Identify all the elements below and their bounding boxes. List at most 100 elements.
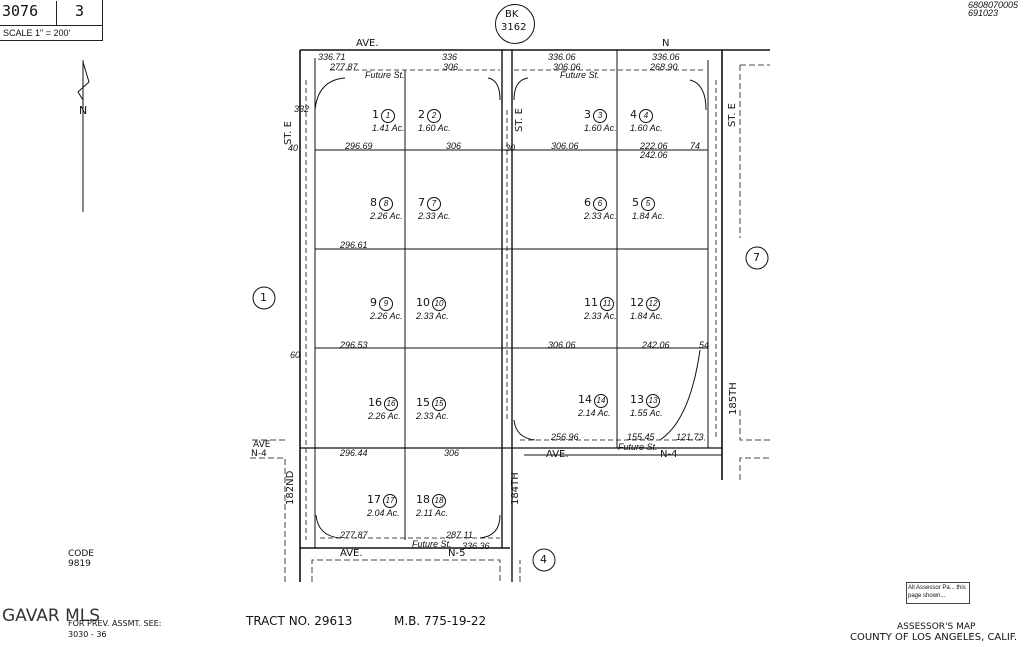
future-st-label-top-right: Future St. <box>560 70 600 80</box>
dim-side-40: 40 <box>288 143 299 153</box>
parcel-circled-number: 17 <box>383 494 397 508</box>
dim-side-60: 60 <box>290 350 301 360</box>
dim-top-3: 336.06 <box>548 52 576 62</box>
parcel-number: 2 <box>418 108 425 121</box>
assessor-map-label: ASSESSOR'S MAP <box>897 622 976 632</box>
mls-watermark: GAVAR MLS <box>2 606 101 626</box>
north-arrow-head <box>77 61 90 101</box>
block-sw <box>250 457 286 582</box>
parcel-number: 16 <box>368 396 382 409</box>
county-label: COUNTY OF LOS ANGELES, CALIF. <box>850 632 1018 643</box>
scale-text: SCALE 1" = 200' <box>3 28 71 38</box>
curve-se <box>659 349 701 441</box>
curve-mid-nw <box>487 77 501 101</box>
bk-number: 3162 <box>501 22 527 33</box>
curve-sw <box>315 514 341 539</box>
dim-row3-1: 296.53 <box>340 340 368 350</box>
map-book-ref: M.B. 775-19-22 <box>394 614 487 628</box>
parcel-number: 4 <box>630 108 637 121</box>
dim-top-1: 336.71 <box>318 52 346 62</box>
parcel-circled-number: 11 <box>600 297 614 311</box>
bk-label: BK <box>505 9 519 20</box>
dim-bottom-2: 287.11 <box>446 530 473 540</box>
block-se <box>739 457 770 480</box>
parcel-area: 2.33 Ac. <box>416 311 449 321</box>
adjacent-page-circle-7 <box>745 246 769 270</box>
parcel-number: 11 <box>584 296 598 309</box>
parcel-circled-number: 9 <box>379 297 393 311</box>
street-184th: 184TH <box>510 472 521 505</box>
dim-side-332: 332 <box>294 104 310 114</box>
parcel-area: 1.55 Ac. <box>630 408 663 418</box>
parcel-number: 1 <box>372 108 379 121</box>
parcel-number: 14 <box>578 393 592 406</box>
curve-mid-ne <box>513 77 529 101</box>
parcel-circled-number: 12 <box>646 297 660 311</box>
curve-ne <box>689 79 707 111</box>
dim-row4-5: 121.73 <box>676 432 704 442</box>
ref-bottom: 691023 <box>968 8 999 18</box>
street-182nd: 182ND <box>285 470 296 505</box>
dim-future-1: 277.87 <box>330 62 358 72</box>
parcel-circled-number: 8 <box>379 197 393 211</box>
street-ave-left: AVE <box>253 440 271 450</box>
dim-bottom-3: 336.36 <box>462 541 490 551</box>
street-n4-right: N-4 <box>660 449 678 460</box>
parcel-number: 12 <box>630 296 644 309</box>
ref-top: 6808070005 <box>968 0 1019 10</box>
parcel-area: 1.41 Ac. <box>372 123 405 133</box>
adjacent-page-circle-4 <box>532 548 556 572</box>
street-top-n: N <box>662 38 670 49</box>
parcel-number: 10 <box>416 296 430 309</box>
prev-assmt-ref: 3030 - 36 <box>68 630 107 639</box>
block-east-top <box>739 64 770 238</box>
parcel-area: 1.60 Ac. <box>584 123 617 133</box>
parcel-circled-number: 5 <box>641 197 655 211</box>
parcel-number: 15 <box>416 396 430 409</box>
parcel-number: 13 <box>630 393 644 406</box>
dim-row3-2: 306.06 <box>548 340 576 350</box>
future-st-label-n4: Future St. <box>618 442 658 452</box>
street-ave-mid: AVE. <box>546 449 569 460</box>
parcel-circled-number: 1 <box>381 109 395 123</box>
parcel-circled-number: 13 <box>646 394 660 408</box>
parcel-area: 2.26 Ac. <box>368 411 401 421</box>
parcel-area: 1.60 Ac. <box>418 123 451 133</box>
north-label: N <box>79 104 88 117</box>
parcel-number: 6 <box>584 196 591 209</box>
map-header-box <box>0 0 103 41</box>
parcel-area: 2.26 Ac. <box>370 211 403 221</box>
dim-row4-3: 256.96 <box>551 432 579 442</box>
adjacent-page-7: 7 <box>753 251 760 264</box>
header-divider <box>56 1 57 25</box>
dim-side-74: 74 <box>690 141 701 151</box>
parcel-circled-number: 14 <box>594 394 608 408</box>
dim-top-2: 336 <box>442 52 458 62</box>
parcel-area: 2.26 Ac. <box>370 311 403 321</box>
parcel-number: 17 <box>367 493 381 506</box>
dim-row1-4: 222.06 <box>640 141 668 151</box>
code-label: CODE <box>68 549 94 559</box>
parcel-circled-number: 2 <box>427 109 441 123</box>
parcel-area: 1.60 Ac. <box>630 123 663 133</box>
parcel-circled-number: 7 <box>427 197 441 211</box>
parcel-circled-number: 10 <box>432 297 446 311</box>
curve-mid-se <box>513 419 536 441</box>
street-185th: 185TH <box>728 382 739 415</box>
dim-row2: 296.61 <box>340 240 368 250</box>
parcel-area: 2.33 Ac. <box>584 211 617 221</box>
dim-side-54: 54 <box>699 340 710 350</box>
parcel-number: 7 <box>418 196 425 209</box>
